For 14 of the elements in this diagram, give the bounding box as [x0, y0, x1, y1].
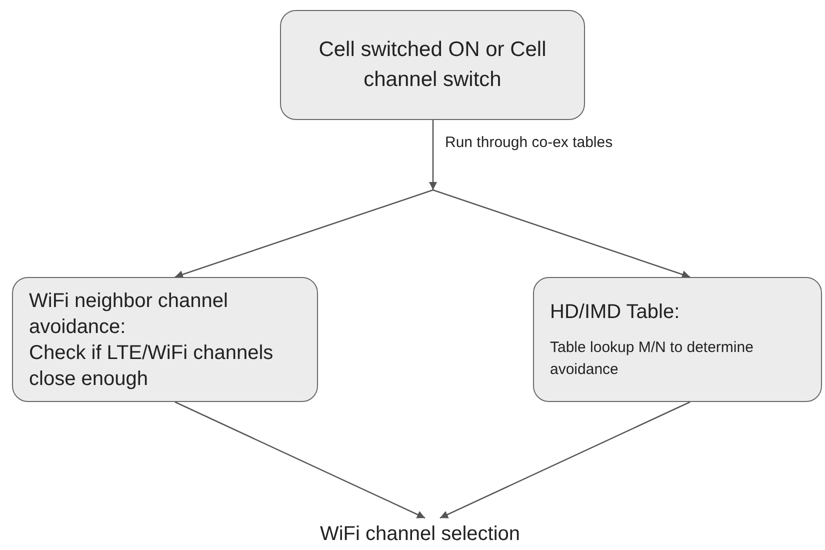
arrow: [429, 120, 437, 190]
arrow: [174, 401, 426, 519]
node-body: Table lookup M/N to determine avoidance: [550, 338, 754, 380]
process-box: [12, 277, 318, 402]
process-box: [280, 10, 585, 120]
node-text: Cell switched ON or Cell channel switch: [318, 37, 548, 93]
node-heading: HD/IMD Table:: [550, 300, 681, 324]
node-body: Check if LTE/WiFi channels close enough: [29, 340, 274, 392]
node-heading: WiFi neighbor channel avoidance:: [29, 288, 229, 340]
arrow: [432, 189, 690, 278]
node-text: WiFi channel selection: [320, 522, 520, 547]
process-box: [533, 277, 822, 402]
arrow: [440, 401, 690, 519]
arrow: [174, 189, 434, 278]
